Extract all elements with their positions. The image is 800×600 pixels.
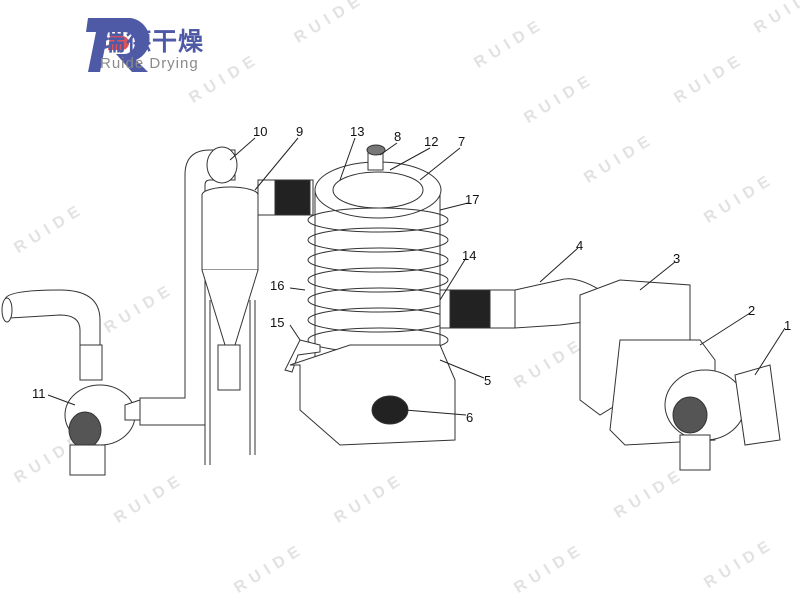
label-8: 8	[394, 129, 402, 144]
label-6: 6	[466, 410, 474, 425]
induced-draft-fan	[1, 289, 141, 476]
label-4: 4	[576, 238, 584, 253]
label-14: 14	[462, 248, 477, 263]
label-17: 17	[465, 192, 480, 207]
label-12: 12	[424, 134, 439, 149]
label-7: 7	[458, 134, 466, 149]
air-heater	[579, 279, 716, 446]
label-2: 2	[748, 303, 756, 318]
logo-chinese-name: 瑞德干燥	[100, 28, 205, 56]
cyclone-inlet-duct	[257, 179, 314, 216]
label-16: 16	[270, 278, 285, 293]
hot-air-duct	[439, 278, 601, 329]
label-1: 1	[784, 318, 792, 333]
cyclone-separator	[201, 186, 259, 465]
exhaust-duct	[139, 146, 238, 426]
label-11: 11	[32, 386, 46, 401]
label-5: 5	[484, 373, 492, 388]
label-15: 15	[270, 315, 285, 330]
logo-english-name: Ruide Drying	[100, 55, 199, 72]
label-3: 3	[673, 251, 681, 266]
blower-fan	[664, 364, 781, 471]
leader-lines	[47, 137, 786, 416]
label-13: 13	[350, 124, 365, 139]
label-10: 10	[253, 124, 268, 139]
label-9: 9	[296, 124, 304, 139]
flash-dryer-tower	[284, 144, 456, 446]
ruide-logo-mark	[86, 18, 150, 72]
jacket-rings	[307, 207, 449, 353]
